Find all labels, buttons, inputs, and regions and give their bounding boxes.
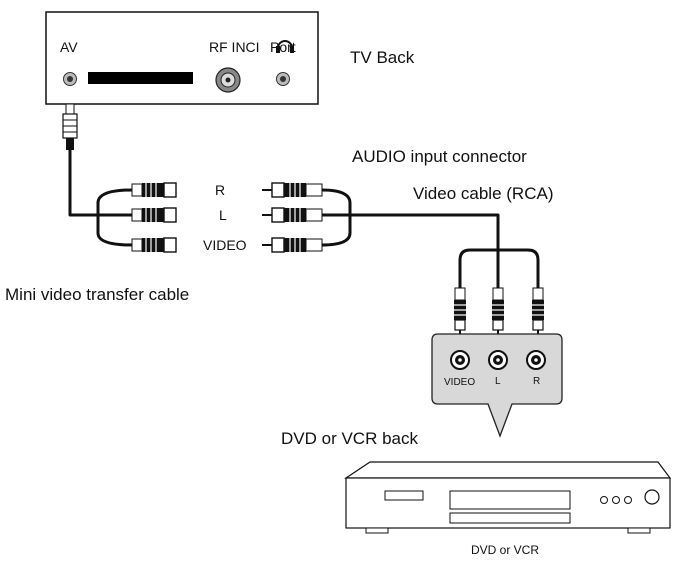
- rf-jack: [215, 67, 241, 93]
- right-plug-l: [262, 207, 323, 223]
- left-plug-video: [131, 237, 177, 253]
- device-display: [384, 490, 424, 501]
- dvd-back-label: DVD or VCR back: [281, 429, 418, 448]
- video-cable-label: Video cable (RCA): [413, 184, 553, 203]
- panel-label-video: VIDEO: [444, 377, 475, 388]
- dvd-vcr-device: [344, 461, 672, 534]
- mini-cable-main: [68, 148, 134, 217]
- panel-label-r: R: [533, 376, 540, 387]
- tv-rf-label: RF INCI: [209, 39, 260, 55]
- panel-jack-r: [526, 350, 546, 370]
- cables: [68, 148, 540, 292]
- audio-input-label: AUDIO input connector: [352, 147, 527, 166]
- device-button-2: [612, 496, 620, 504]
- tv-back-title: TV Back: [350, 48, 415, 67]
- tv-av-label: AV: [60, 39, 78, 55]
- tv-back-panel: AV RF INCI Port: [45, 11, 319, 105]
- dvd-device-label: DVD or VCR: [471, 543, 539, 557]
- right-rca-plugs: [262, 182, 323, 253]
- power-knob: [644, 489, 660, 505]
- device-foot-right: [627, 527, 651, 534]
- right-plug-r: [262, 182, 323, 198]
- port-jack: [276, 72, 290, 86]
- av-jack: [63, 72, 77, 86]
- rca-cable-loop: [320, 188, 352, 247]
- device-foot-left: [365, 527, 389, 534]
- row-label-r: R: [215, 182, 225, 198]
- left-plug-l: [131, 207, 177, 223]
- disc-tray: [449, 490, 571, 510]
- panel-jack-l: [488, 350, 508, 370]
- mini-cable-label: Mini video transfer cable: [5, 285, 189, 304]
- panel-label-l: L: [495, 376, 501, 387]
- mini-plug: [62, 103, 78, 150]
- row-label-video: VIDEO: [203, 237, 247, 253]
- dvd-back-panel: VIDEO L R: [431, 333, 563, 438]
- right-plug-video: [262, 237, 323, 253]
- card-slot: [88, 72, 193, 84]
- panel-rca-plugs: [454, 287, 544, 338]
- left-rca-plugs: [131, 182, 177, 253]
- mini-cable-split: [96, 188, 134, 247]
- device-button-1: [600, 496, 608, 504]
- device-top: [344, 461, 672, 479]
- device-button-3: [624, 496, 632, 504]
- panel-plug-l: [492, 287, 504, 338]
- tv-back-frame: [45, 11, 319, 105]
- row-label-l: L: [219, 207, 227, 223]
- tape-slot: [449, 512, 571, 524]
- left-plug-r: [131, 182, 177, 198]
- headphone-icon: [276, 40, 294, 53]
- panel-jack-video: [450, 350, 470, 370]
- rca-cable-main: [320, 213, 500, 272]
- panel-plug-r: [532, 287, 544, 338]
- panel-plug-video: [454, 287, 466, 338]
